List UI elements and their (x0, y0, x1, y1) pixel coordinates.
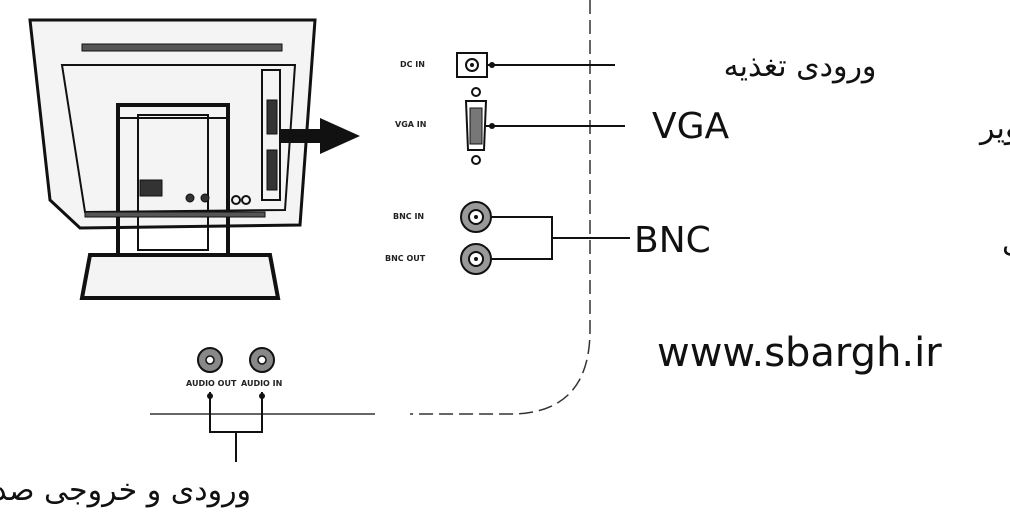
audio-out-jack-icon (197, 347, 223, 373)
audio-io-callout: ورودی و خروجی صدا (0, 473, 251, 508)
vga-input-callout: VGA ورودی تصویر (652, 106, 1010, 147)
website-url: www.sbargh.ir (657, 330, 942, 376)
connector-panel: DC IN VGA IN BNC IN BNC OUT (385, 52, 630, 275)
audio-out-label: AUDIO OUT (186, 379, 237, 388)
vga-in-label: VGA IN (395, 120, 426, 129)
audio-panel: AUDIO OUT AUDIO IN (186, 347, 282, 462)
bnc-callout-prefix: ورودی و خروجی (1002, 225, 1010, 260)
bnc-io-callout: BNC ورودی و خروجی (634, 220, 1010, 261)
bnc-in-port-icon (460, 201, 492, 233)
vga-callout-prefix: ورودی تصویر (978, 111, 1010, 146)
audio-in-label: AUDIO IN (241, 379, 282, 388)
audio-in-jack-icon (249, 347, 275, 373)
power-input-callout: ورودی تغذیه (724, 49, 877, 84)
bnc-callout-suffix: BNC (634, 220, 711, 261)
callout-leaders (486, 64, 630, 260)
bnc-in-label: BNC IN (393, 212, 424, 221)
vga-callout-suffix: VGA (652, 106, 730, 147)
panel-boundary-line (410, 0, 591, 415)
audio-leaders (209, 392, 263, 462)
dc-in-label: DC IN (400, 60, 425, 69)
monitor-rear-illustration (28, 18, 317, 300)
vga-port-icon (464, 87, 488, 165)
pointer-arrow (280, 118, 360, 154)
bnc-out-port-icon (460, 243, 492, 275)
bnc-out-label: BNC OUT (385, 254, 426, 263)
